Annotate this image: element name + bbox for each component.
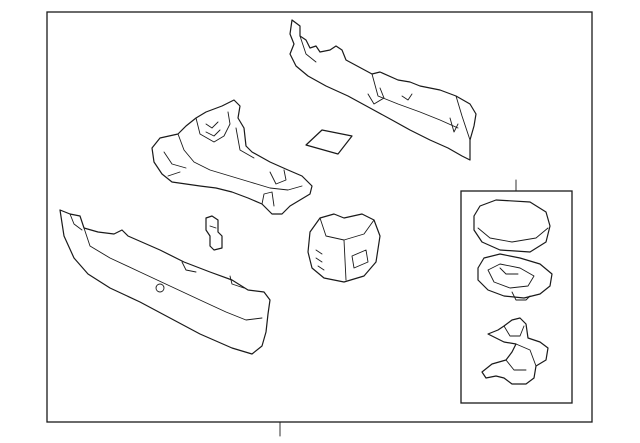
console-bracket-assembly [151,99,313,215]
console-side-panel-left [59,209,271,355]
small-clip [205,215,223,251]
armrest-latch-bracket [481,317,549,385]
armrest-subassembly-box [460,190,573,404]
armrest-hinge-base [477,253,553,301]
main-frame [46,11,593,423]
switch-housing [307,213,381,283]
console-side-panel-right [289,19,477,161]
small-pad [305,129,353,155]
armrest-lid [473,199,551,253]
